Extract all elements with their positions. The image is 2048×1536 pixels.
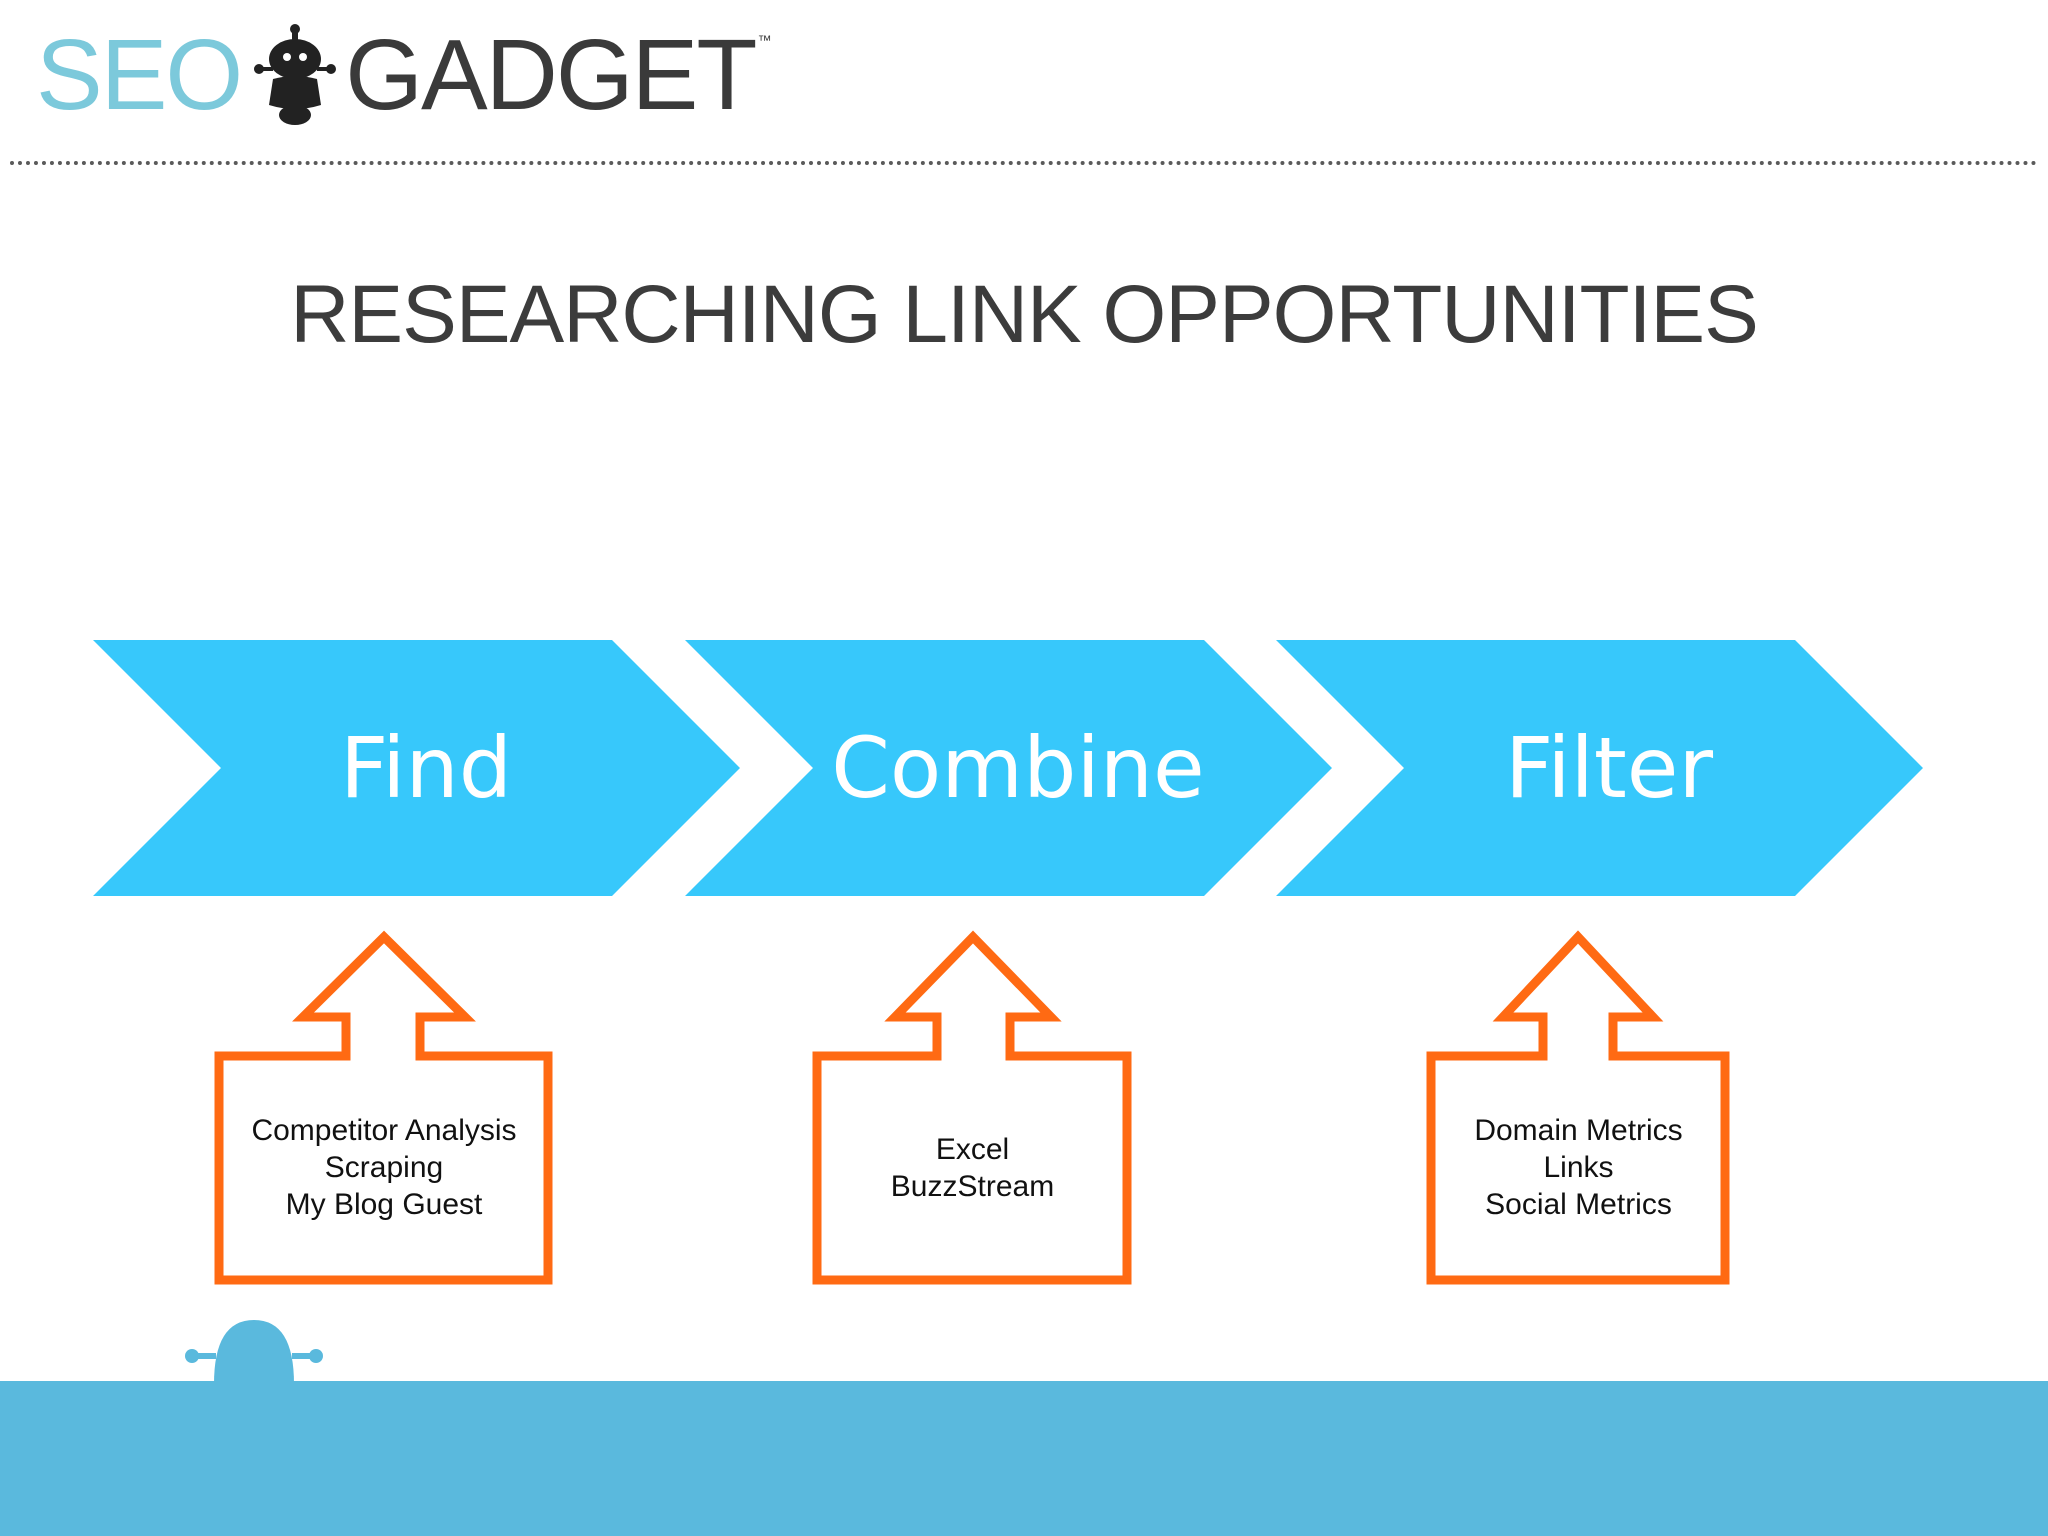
robot-mascot-icon <box>185 1320 323 1384</box>
input-line: Social Metrics <box>1485 1188 1672 1221</box>
input-line: Competitor Analysis <box>251 1114 517 1147</box>
slide-title: RESEARCHING LINK OPPORTUNITIES <box>290 269 1759 360</box>
input-label-combine: Excel BuzzStream <box>824 1131 1121 1205</box>
input-line: Excel <box>935 1133 1010 1166</box>
logo-seo-text: SEO <box>36 19 243 131</box>
logo-gadget-text: GADGET <box>345 19 757 131</box>
seo-gadget-logo: SEO GADGET ™ <box>36 20 771 130</box>
input-line: BuzzStream <box>890 1170 1055 1203</box>
chevron-label-find: Find <box>340 719 512 817</box>
chevron-step-combine: Combine <box>685 640 1332 896</box>
footer-band <box>0 1381 2048 1536</box>
header-divider <box>10 161 2038 165</box>
up-arrow-box-find <box>214 930 553 1285</box>
chevron-label-filter: Filter <box>1505 719 1713 817</box>
up-arrow-box-filter <box>1426 930 1730 1285</box>
input-line: Scraping <box>324 1151 444 1184</box>
input-line: Links <box>1543 1151 1614 1184</box>
input-line: Domain Metrics <box>1474 1114 1683 1147</box>
trademark-symbol: ™ <box>757 32 772 48</box>
chevron-shape <box>1276 640 1923 896</box>
input-label-filter: Domain Metrics Links Social Metrics <box>1438 1112 1719 1223</box>
chevron-shape <box>685 640 1332 896</box>
input-line: My Blog Guest <box>285 1188 483 1221</box>
up-arrow-box-combine <box>812 930 1132 1285</box>
chevron-step-find: Find <box>93 640 740 896</box>
chevron-label-combine: Combine <box>831 719 1204 817</box>
chevron-step-filter: Filter <box>1276 640 1923 896</box>
robot-logo-icon <box>254 24 337 125</box>
input-label-find: Competitor Analysis Scraping My Blog Gue… <box>226 1112 542 1223</box>
chevron-shape <box>93 640 740 896</box>
